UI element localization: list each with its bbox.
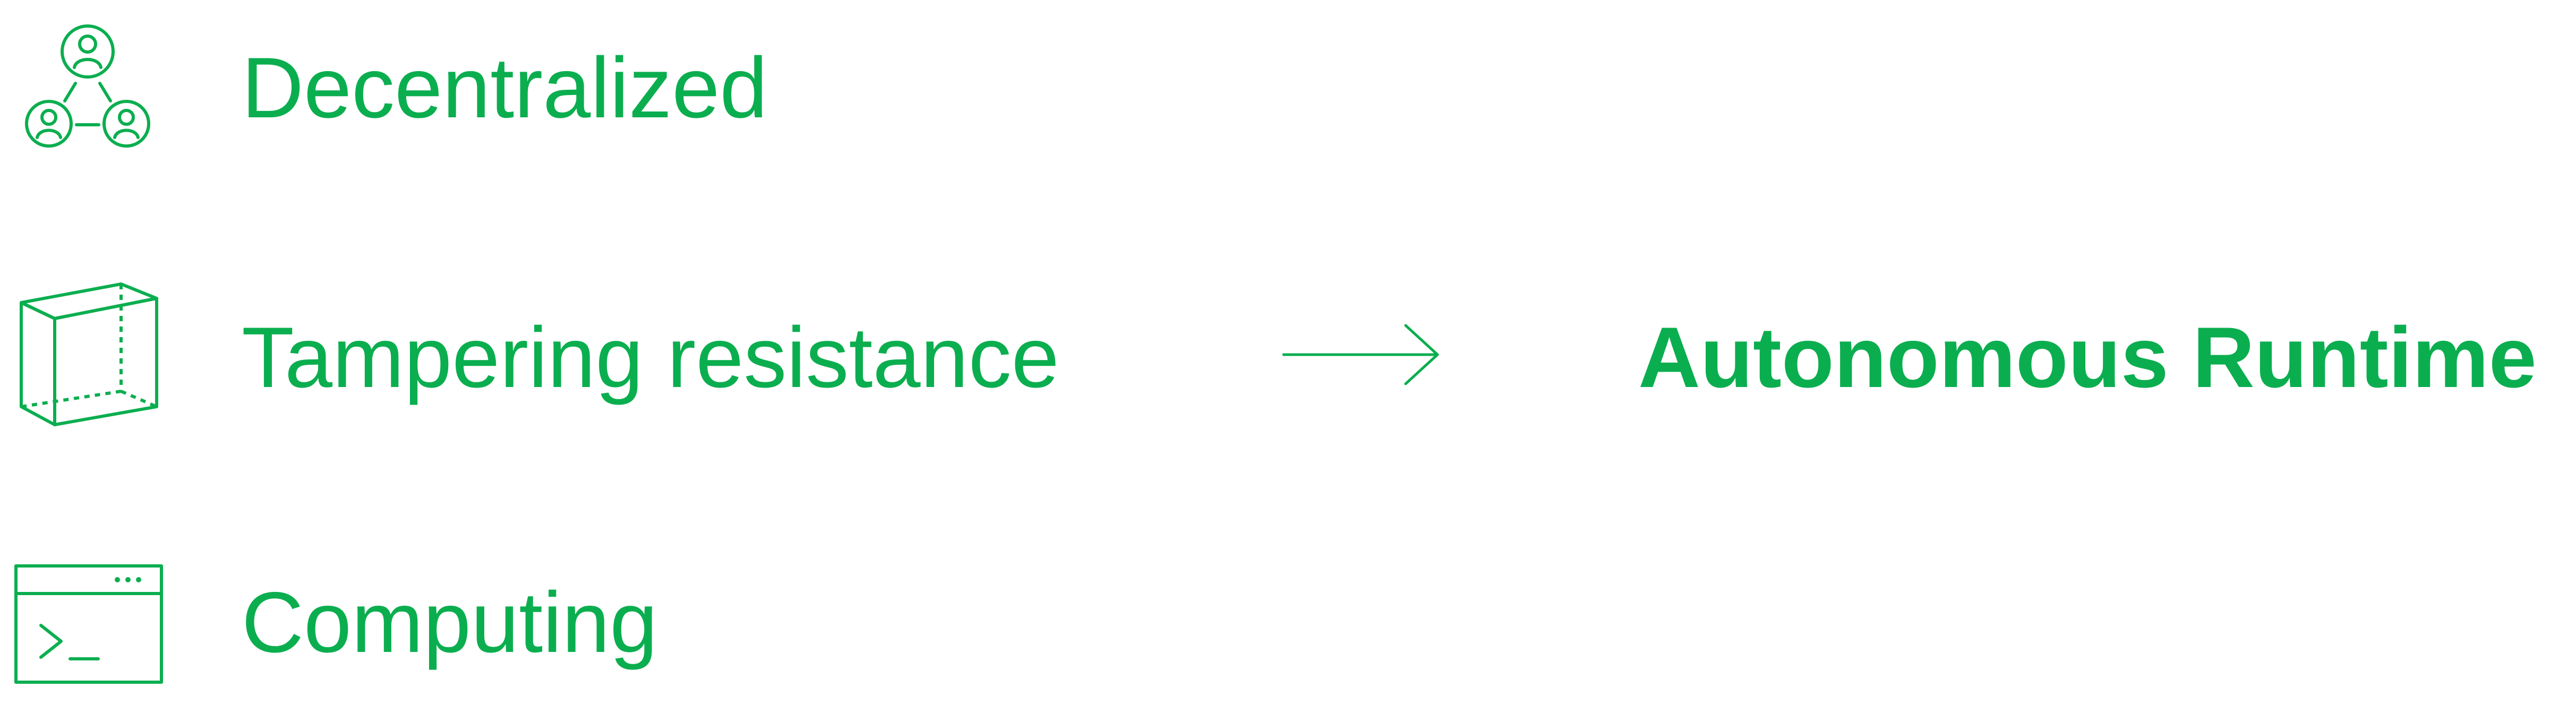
feature-label-computing: Computing (242, 574, 658, 671)
right-arrow-icon (1282, 323, 1442, 389)
terminal-window-icon (14, 564, 163, 684)
result-label-autonomous-runtime: Autonomous Runtime (1638, 310, 2537, 406)
feature-label-decentralized: Decentralized (242, 40, 768, 136)
feature-label-tampering-resistance: Tampering resistance (242, 310, 1059, 406)
user-network-icon (21, 24, 154, 154)
cube-box-icon (19, 281, 159, 427)
